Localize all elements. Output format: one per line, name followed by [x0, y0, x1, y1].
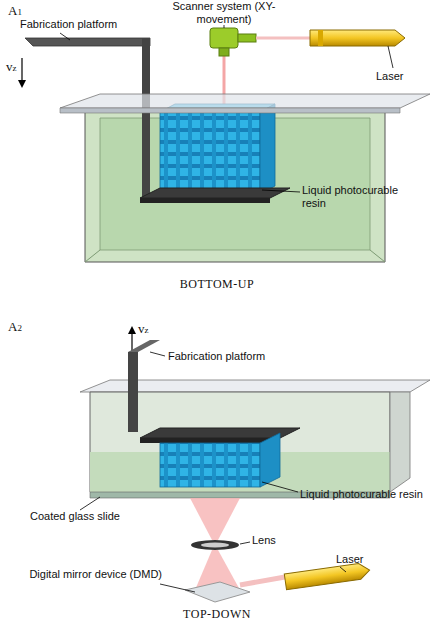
part-label: Scanner system (XY-movement)	[168, 0, 280, 26]
velocity-label: vz	[138, 322, 162, 337]
part-label: Digital mirror device (DMD)	[4, 568, 162, 581]
panel-letter: A1	[8, 4, 38, 19]
part-label: Liquid photocurable resin	[300, 488, 425, 501]
velocity-label: vz	[6, 60, 26, 75]
panel-caption: BOTTOM-UP	[117, 278, 317, 291]
part-label: Coated glass slide	[30, 510, 160, 523]
part-label: Laser	[376, 70, 426, 83]
part-label: Lens	[252, 534, 302, 547]
part-label: Liquid photocurable resin	[302, 184, 422, 210]
panel-letter: A2	[8, 320, 38, 335]
part-label: Fabrication platform	[168, 350, 308, 363]
panel-caption: TOP-DOWN	[117, 608, 317, 621]
part-label: Laser	[336, 553, 386, 566]
part-label: Fabrication platform	[20, 18, 160, 31]
